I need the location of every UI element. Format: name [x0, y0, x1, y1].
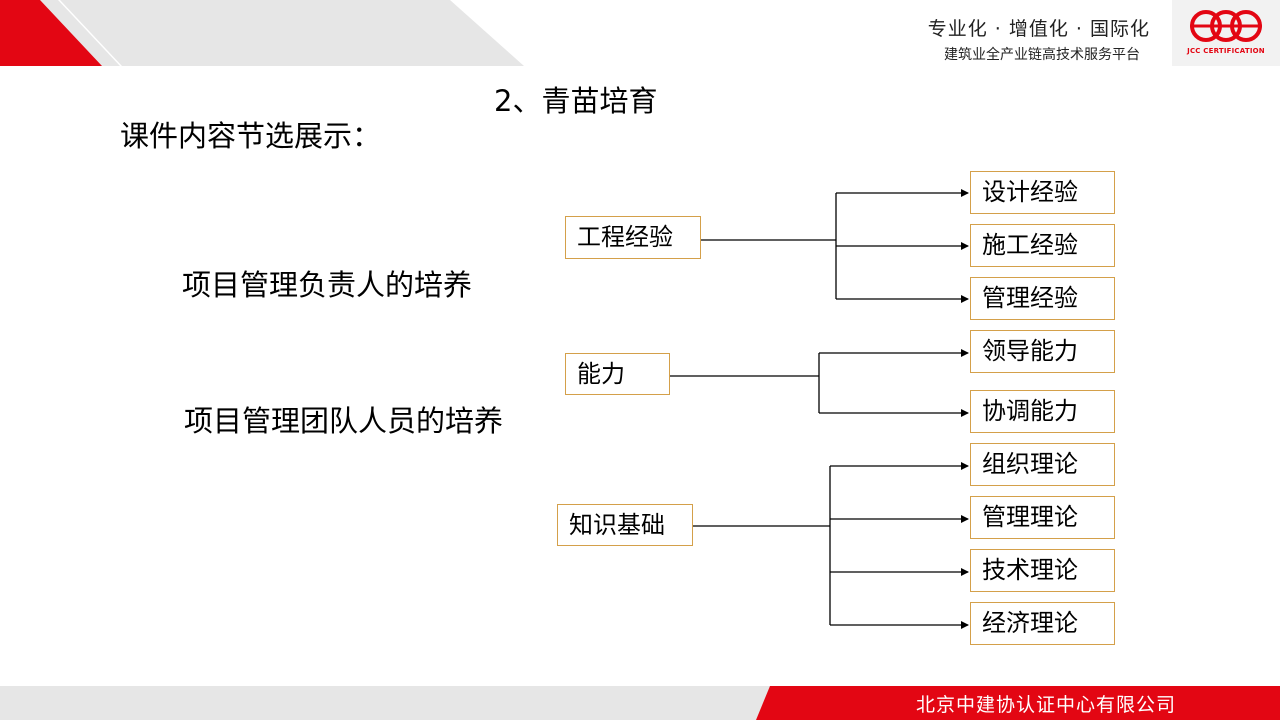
header-slogan: 专业化 · 增值化 · 国际化: [927, 18, 1150, 40]
category-project-team: 项目管理团队人员的培养: [184, 404, 504, 438]
jcc-logo-icon: [1190, 10, 1262, 42]
section-heading: 课件内容节选展示：: [120, 119, 382, 153]
leaf-leadership-ability: 领导能力: [970, 330, 1115, 373]
page-title: 2、青苗培育: [494, 84, 658, 118]
leaf-coordination-ability: 协调能力: [970, 390, 1115, 433]
header-subslogan: 建筑业全产业链高技术服务平台: [944, 47, 1140, 63]
leaf-organization-theory: 组织理论: [970, 443, 1115, 486]
node-ability: 能力: [565, 353, 670, 395]
footer-accent: [756, 686, 1280, 720]
company-logo: JCC CERTIFICATION: [1172, 0, 1280, 66]
node-engineering-experience: 工程经验: [565, 216, 701, 259]
header-decoration: [0, 0, 524, 66]
logo-text: JCC CERTIFICATION: [1187, 47, 1265, 55]
leaf-construction-experience: 施工经验: [970, 224, 1115, 267]
leaf-economic-theory: 经济理论: [970, 602, 1115, 645]
leaf-management-experience: 管理经验: [970, 277, 1115, 320]
node-knowledge-base: 知识基础: [557, 504, 693, 546]
category-project-manager: 项目管理负责人的培养: [182, 268, 473, 302]
leaf-design-experience: 设计经验: [970, 171, 1115, 214]
leaf-technical-theory: 技术理论: [970, 549, 1115, 592]
leaf-management-theory: 管理理论: [970, 496, 1115, 539]
footer-company-name: 北京中建协认证中心有限公司: [916, 694, 1177, 716]
